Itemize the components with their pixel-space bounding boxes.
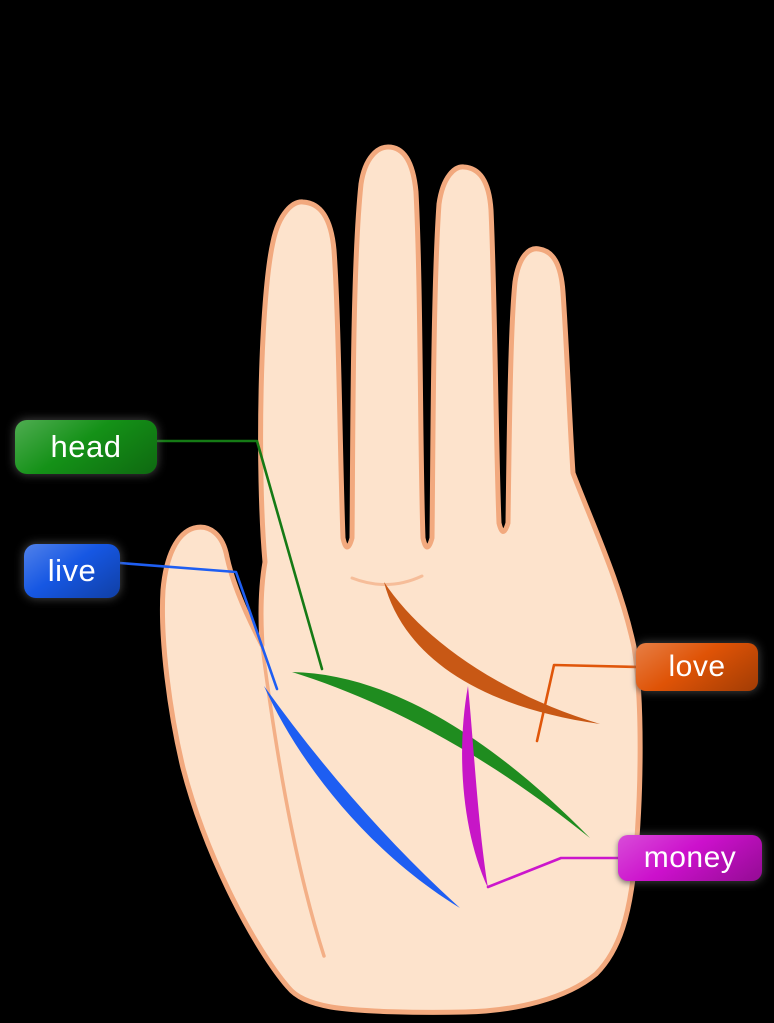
palm-line-love [384,582,600,724]
hand-illustration [159,144,643,1015]
head-label-badge: head [15,420,157,474]
thumb-crease [260,643,326,958]
hand-outline [159,144,643,1015]
live-leader-line [118,561,279,691]
live-label-badge: live [24,544,120,598]
finger-base-crease [350,574,424,587]
head-leader-line [156,439,324,671]
love-leader-line [535,663,640,743]
money-label-badge: money [618,835,762,881]
palm-line-money [462,686,488,888]
leader-lines [118,439,640,889]
love-label-badge: love [636,643,758,691]
palm-lines [264,582,600,908]
money-leader-line [486,856,623,889]
